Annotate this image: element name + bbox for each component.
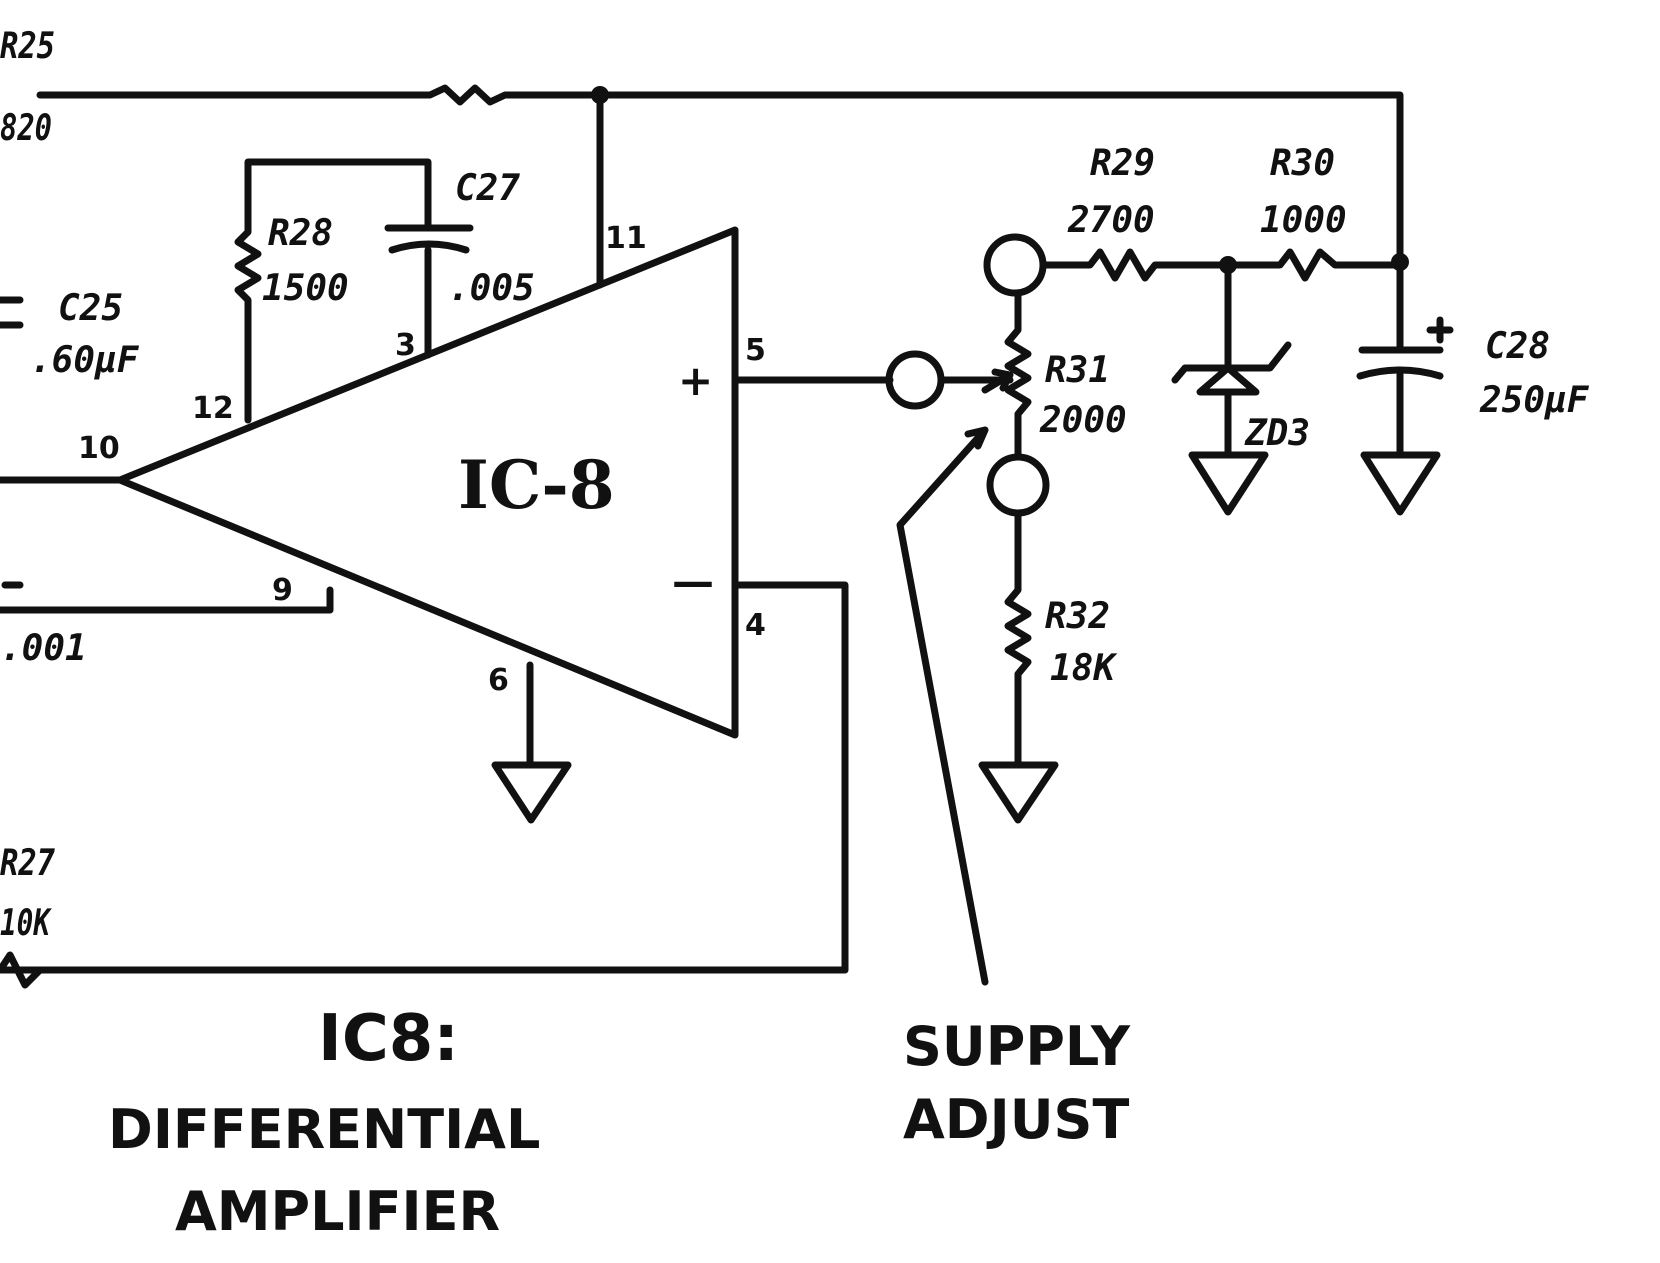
r28-ref: R28 <box>268 213 333 254</box>
r32-ref: R32 <box>1045 596 1110 637</box>
r29-value: 2700 <box>1067 200 1155 241</box>
top-bus-wire <box>36 84 1404 259</box>
ground-c28 <box>1360 451 1441 516</box>
r25-value: 820 <box>0 108 52 149</box>
title-line1: IC8: <box>318 1002 459 1076</box>
r29-ref: R29 <box>1090 143 1155 184</box>
r30-resistor <box>1224 248 1404 282</box>
ground-zd3 <box>1188 451 1269 516</box>
pin-12: 12 <box>192 391 234 426</box>
r30-value: 1000 <box>1260 200 1347 241</box>
c27-value: .005 <box>448 268 535 309</box>
r25-ref: R25 <box>0 26 55 67</box>
c27-capacitor <box>384 224 474 359</box>
pin-4: 4 <box>745 608 766 643</box>
pin-5: 5 <box>745 333 766 368</box>
test-point-1 <box>885 350 945 410</box>
supply-adjust-pointer <box>896 426 989 986</box>
ground-r32 <box>978 761 1059 824</box>
ic8-triangle <box>116 226 739 739</box>
r32-resistor <box>1004 509 1032 769</box>
title-line3: AMPLIFIER <box>175 1180 500 1243</box>
pin4-loop-wire <box>0 581 849 974</box>
zd3-ref: ZD3 <box>1244 413 1310 454</box>
c28-value: 250μF <box>1479 380 1590 421</box>
supply-adjust-line1: SUPPLY <box>903 1015 1131 1078</box>
supply-adjust-line2: ADJUST <box>903 1088 1129 1151</box>
pin9-wire <box>0 586 334 614</box>
pin-3: 3 <box>395 328 416 363</box>
test-point-2 <box>983 233 1047 297</box>
c25-capacitor <box>0 296 24 329</box>
test-point-3 <box>986 453 1050 517</box>
title-line2: DIFFERENTIAL <box>108 1098 540 1161</box>
r27-ref: R27 <box>0 843 55 884</box>
r31-resistor <box>1004 289 1032 459</box>
pin-10: 10 <box>78 431 120 466</box>
c28-ref: C28 <box>1485 326 1550 367</box>
c25-value: .60μF <box>30 340 140 381</box>
r32-value: 18K <box>1050 648 1118 689</box>
r31-ref: R31 <box>1045 350 1110 391</box>
pin-6: 6 <box>488 663 509 698</box>
c26-value: .001 <box>0 628 87 669</box>
ic8-label: IC-8 <box>458 446 615 524</box>
r29-resistor <box>1039 248 1232 282</box>
c27-ref: C27 <box>455 168 520 209</box>
pin-9: 9 <box>272 573 293 608</box>
c28-capacitor <box>1356 316 1454 380</box>
r27-resistor <box>0 951 44 989</box>
r31-arrow <box>981 368 1014 394</box>
plus-sign: + <box>678 356 713 405</box>
zd3-diode <box>1171 341 1292 396</box>
c25-ref: C25 <box>58 288 123 329</box>
ground-pin6 <box>491 761 572 824</box>
r31-value: 2000 <box>1039 400 1127 441</box>
r28-value: 1500 <box>262 268 349 309</box>
r28-c27-loop <box>234 158 432 424</box>
r30-ref: R30 <box>1270 143 1335 184</box>
minus-sign: — <box>672 557 714 606</box>
r27-value: 10K <box>0 903 53 944</box>
pin-11: 11 <box>605 221 647 256</box>
